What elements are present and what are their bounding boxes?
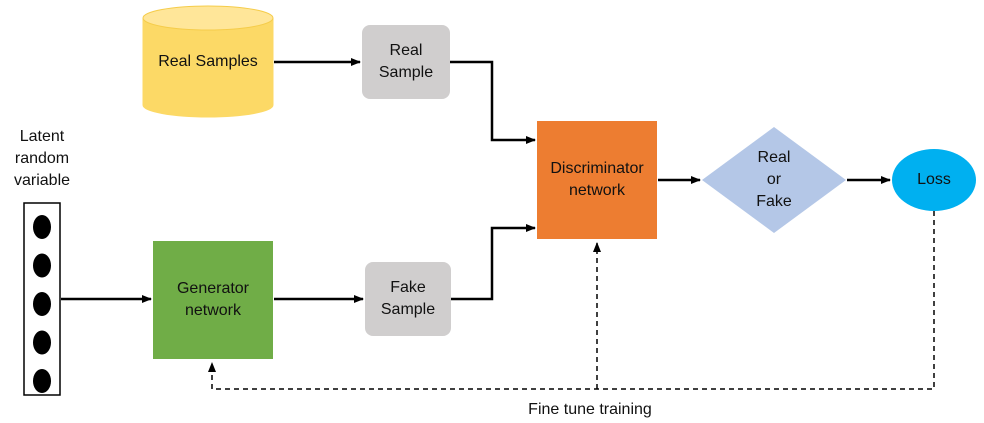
latent-unit <box>33 292 51 316</box>
discriminator-network-label: Discriminator network <box>550 160 644 199</box>
generator-box <box>153 241 273 359</box>
loss-label: Loss <box>917 171 951 188</box>
fake-sample-box <box>365 262 451 336</box>
real-or-fake-label: Real or Fake <box>756 149 792 210</box>
real-or-fake-diamond <box>702 127 846 233</box>
real-samples-label: Real Samples <box>158 53 258 70</box>
fine-tune-training-caption: Fine tune training <box>528 401 652 418</box>
real-samples-cylinder <box>142 5 274 118</box>
generator-network-label: Generator network <box>176 280 250 319</box>
latent-unit <box>33 253 51 278</box>
real-sample-label: Real Sample <box>378 42 434 81</box>
feedback-dashed-line <box>208 211 935 390</box>
latent-vector <box>23 202 61 396</box>
loss-ellipse <box>892 149 976 211</box>
real-sample-box <box>362 25 450 99</box>
latent-unit <box>33 369 51 393</box>
latent-unit <box>33 330 51 355</box>
latent-unit <box>33 215 51 239</box>
latent-random-variable-label: Latent random variable <box>13 128 71 189</box>
discriminator-box <box>537 121 657 239</box>
fake-sample-label: Fake Sample <box>380 279 436 318</box>
arrow-fakesample-to-discriminator <box>451 224 536 301</box>
arrow-realsample-to-discriminator <box>450 60 536 144</box>
